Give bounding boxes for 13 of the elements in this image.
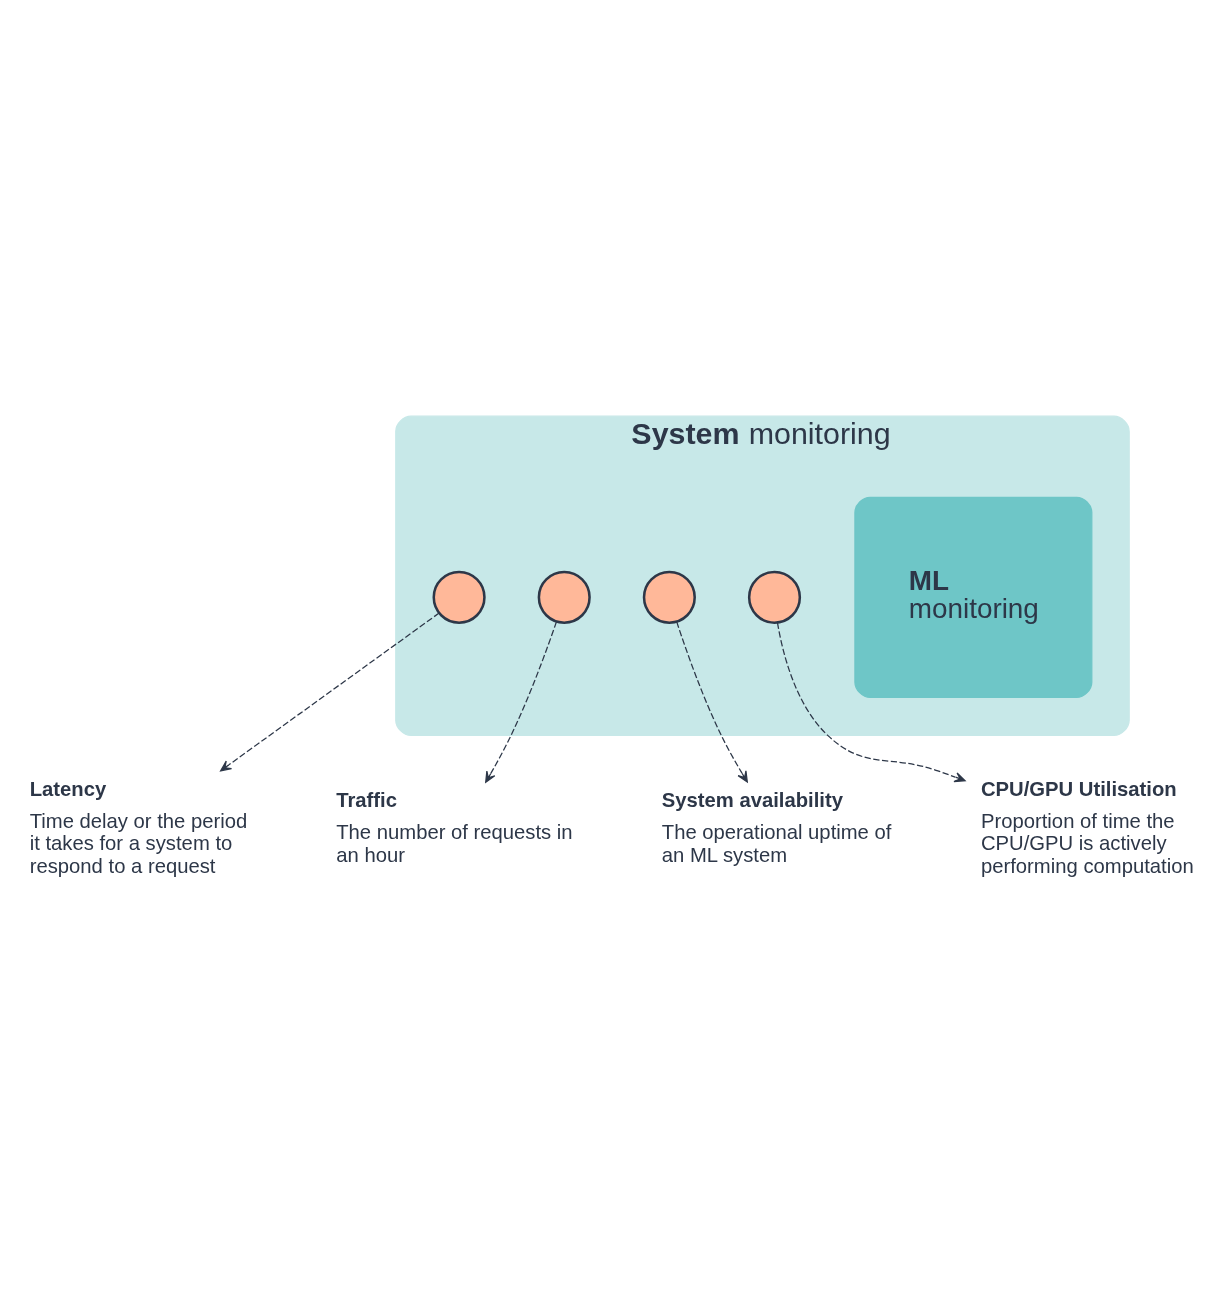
node-text: System availability The operational uptime of an ML system [661, 789, 892, 866]
arrow [776, 622, 966, 783]
node-circle [537, 570, 591, 624]
node-text: Traffic The number of requests in an hour [336, 789, 573, 866]
arrow [485, 621, 558, 783]
node-circle [747, 570, 802, 624]
node-circle [642, 570, 696, 624]
arrow [676, 621, 748, 783]
node-text: CPU/GPU Utilisation Proportion of time the CPU/GPU is actively performing computation [980, 777, 1194, 878]
node-box: ML monitoring [854, 496, 1093, 699]
arrow [220, 612, 440, 772]
node-text: Latency Time delay or the period it takes for a system to respond to a request [29, 777, 248, 878]
node-circle [432, 570, 486, 624]
